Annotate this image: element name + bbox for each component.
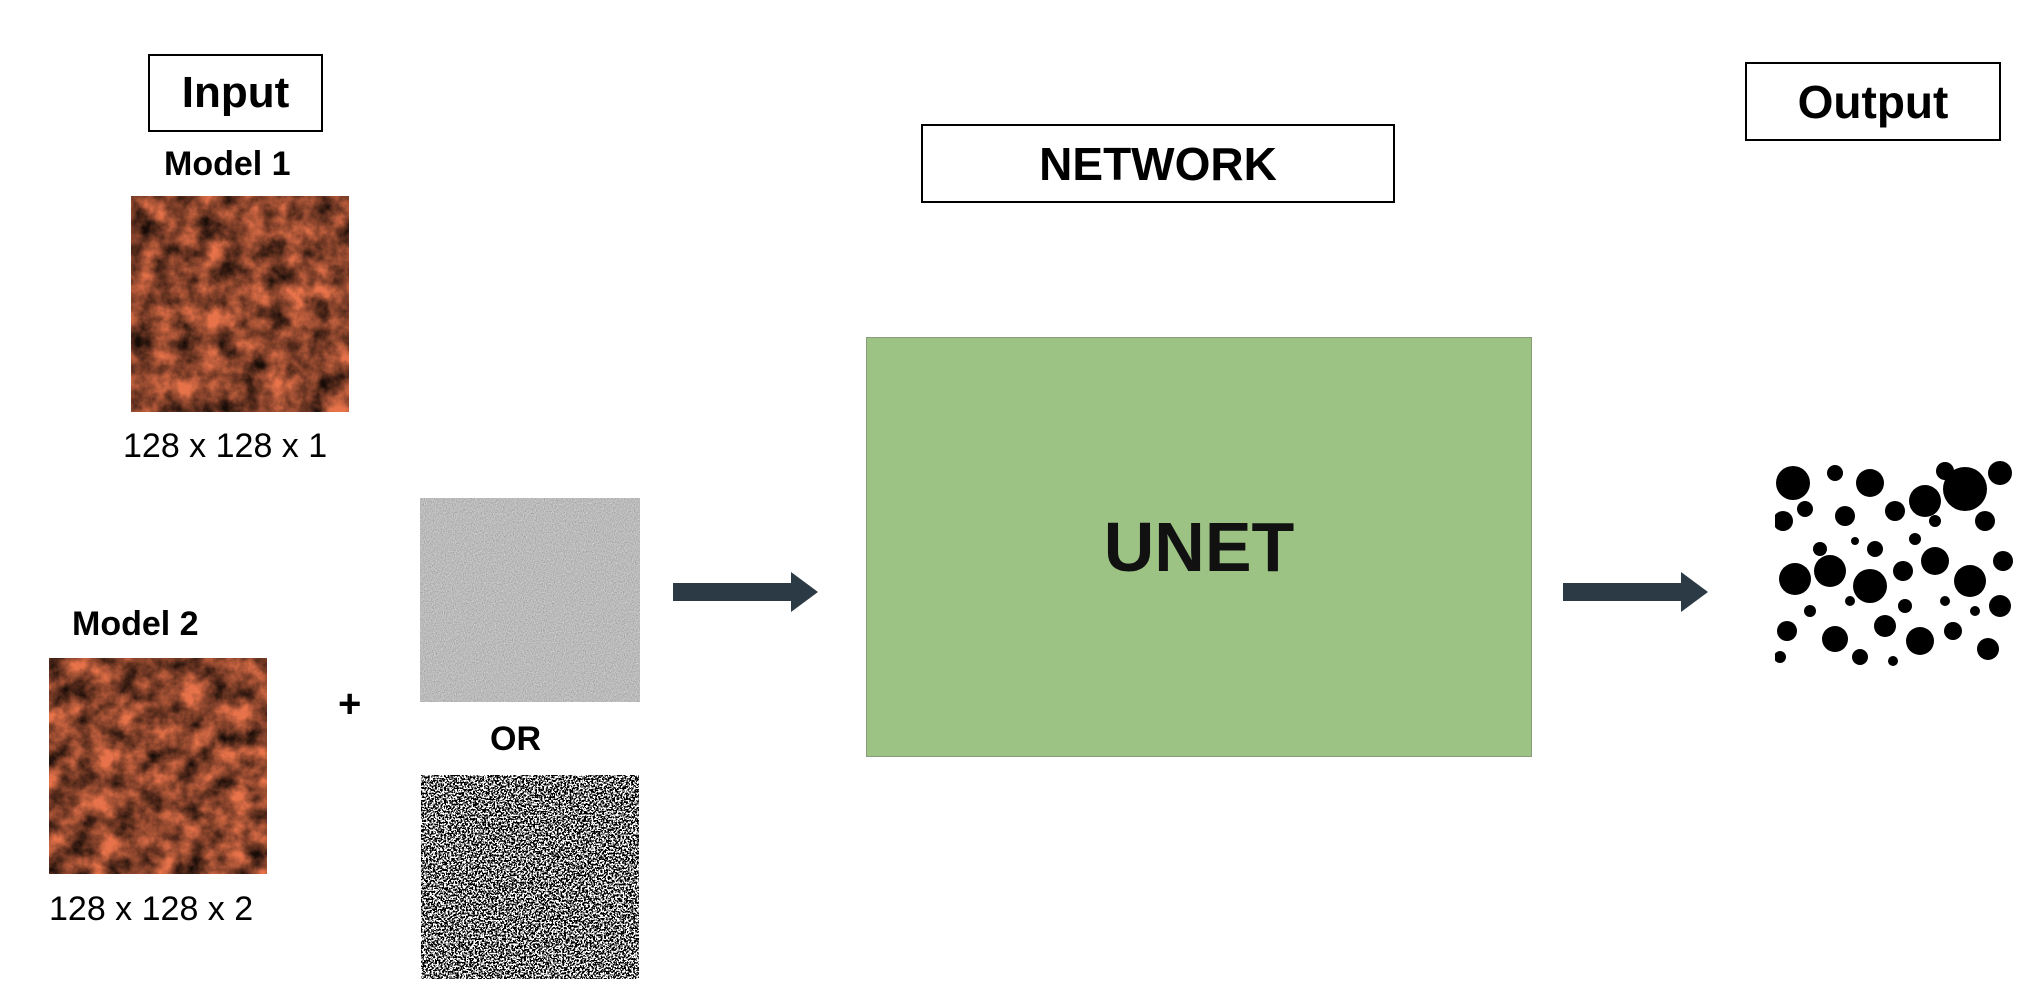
input-title-box: Input — [148, 54, 323, 132]
output-title-box: Output — [1745, 62, 2001, 141]
model2-heatmap-image — [49, 658, 267, 874]
model1-dims: 128 x 128 x 1 — [123, 427, 328, 465]
network-title: NETWORK — [1039, 137, 1277, 190]
or-label: OR — [490, 720, 541, 758]
unet-label: UNET — [1103, 508, 1295, 586]
output-title: Output — [1797, 75, 1949, 128]
model2-dims: 128 x 128 x 2 — [49, 890, 254, 928]
plus-sign: + — [338, 682, 362, 726]
model1-heatmap-image — [131, 196, 349, 412]
model1-label: Model 1 — [164, 145, 291, 183]
output-segmentation-image — [1775, 461, 2013, 667]
gaussian-noise-image — [420, 498, 640, 702]
network-title-box: NETWORK — [921, 124, 1395, 203]
arrow-right-icon — [1563, 572, 1708, 612]
input-title: Input — [181, 68, 290, 117]
model2-label: Model 2 — [72, 605, 199, 643]
arrow-right-icon — [673, 572, 818, 612]
unet-block: UNET — [866, 337, 1532, 757]
binary-noise-image — [421, 775, 639, 979]
